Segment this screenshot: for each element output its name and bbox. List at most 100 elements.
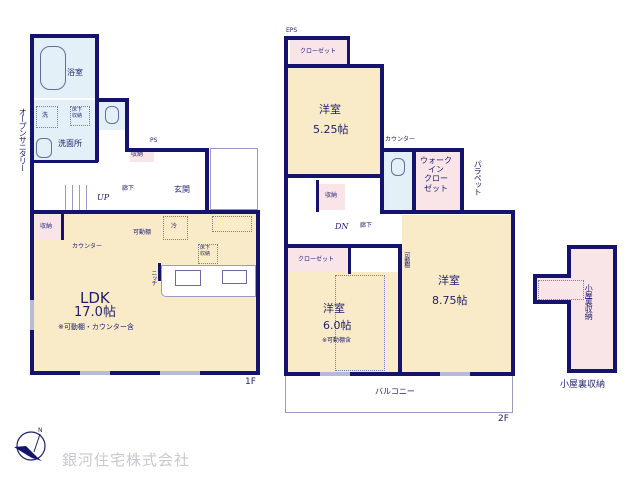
stair-line bbox=[86, 185, 87, 212]
window bbox=[440, 372, 470, 376]
storage-label-1f: 収納 bbox=[131, 151, 144, 158]
loft-inner-label: 小屋裏収納 bbox=[584, 284, 594, 319]
entrance-porch bbox=[210, 148, 258, 210]
open-sanitary-label: オープンサニタリー bbox=[18, 108, 28, 171]
up-label: UP bbox=[97, 193, 110, 202]
room-washroom bbox=[33, 100, 95, 162]
wall bbox=[348, 246, 351, 274]
ldk-name: LDK bbox=[80, 289, 110, 307]
room3-size: 8.75帖 bbox=[432, 294, 468, 307]
ceiling-storage-area bbox=[212, 216, 252, 232]
wall bbox=[284, 244, 402, 248]
stove-icon bbox=[222, 270, 247, 284]
window bbox=[320, 372, 350, 376]
dn-label: DN bbox=[335, 222, 349, 231]
window bbox=[160, 371, 200, 375]
wall bbox=[347, 36, 350, 66]
closet-mid-label: クローゼット bbox=[298, 256, 335, 263]
storage-ldk-label: 収納 bbox=[40, 223, 53, 230]
eps-label: EPS bbox=[286, 27, 298, 34]
ldk-note: ※可動棚・カウンター含 bbox=[58, 323, 134, 331]
window bbox=[80, 371, 110, 375]
wall bbox=[284, 36, 288, 376]
wall bbox=[95, 98, 128, 102]
washroom-label: 洗面所 bbox=[58, 139, 82, 148]
loft-caption: 小屋裏収納 bbox=[560, 380, 606, 390]
room2-size: 6.0帖 bbox=[323, 319, 352, 332]
wall bbox=[256, 210, 260, 375]
underfloor-storage-small-label: 床下 収納 bbox=[72, 107, 83, 119]
wall bbox=[125, 98, 129, 150]
wall bbox=[284, 372, 515, 376]
room-storage-1f bbox=[130, 150, 154, 162]
stair-line bbox=[65, 185, 66, 212]
wall bbox=[30, 210, 34, 375]
wall bbox=[460, 148, 464, 214]
balcony-label: バルコニー bbox=[375, 387, 415, 396]
wall bbox=[61, 214, 64, 240]
room-storage-2f bbox=[319, 184, 345, 210]
room-closet-mid bbox=[288, 248, 350, 272]
counter-label-2f: カウンター bbox=[385, 136, 416, 143]
ldk-size: 17.0帖 bbox=[74, 305, 116, 320]
north-label: N bbox=[38, 427, 43, 434]
wall bbox=[30, 371, 260, 375]
wall bbox=[284, 174, 384, 178]
hallway-label-1f: 廊下 bbox=[122, 185, 135, 192]
room-toilet-1f bbox=[97, 100, 125, 130]
washer-space bbox=[36, 106, 58, 128]
loft-low-ceiling-area bbox=[538, 280, 584, 300]
underfloor-storage-label: 床下 収納 bbox=[200, 245, 211, 257]
wall bbox=[205, 148, 209, 212]
wall bbox=[398, 244, 402, 376]
niche-label: ニッチ bbox=[149, 270, 157, 285]
wall bbox=[284, 36, 350, 40]
underfloor-storage-small bbox=[70, 106, 90, 126]
wall bbox=[30, 34, 34, 212]
kitchen-sink-icon bbox=[175, 270, 201, 286]
fridge-label: 冷 bbox=[171, 223, 178, 230]
floor-label-2f: 2F bbox=[498, 414, 509, 424]
room-western-3 bbox=[402, 215, 512, 372]
movable-shelf-label-2f: 可動棚 bbox=[402, 252, 410, 267]
toilet-icon bbox=[105, 106, 119, 124]
movable-shelf-label-1f: 可動棚 bbox=[133, 229, 152, 236]
movable-shelf-area-2f bbox=[335, 275, 385, 371]
wall bbox=[412, 148, 416, 214]
floor-label-1f: 1F bbox=[245, 377, 256, 387]
room-entrance bbox=[162, 150, 208, 210]
wall bbox=[30, 34, 98, 38]
wall bbox=[158, 263, 161, 281]
room-storage-ldk bbox=[35, 216, 63, 240]
stair-line bbox=[79, 185, 80, 212]
fridge-space bbox=[163, 216, 188, 240]
wall bbox=[316, 180, 319, 212]
wall bbox=[380, 64, 384, 214]
bathtub-icon bbox=[40, 46, 66, 90]
room-western-1 bbox=[287, 68, 381, 174]
entrance-label: 玄関 bbox=[174, 185, 190, 194]
room-toilet-2f bbox=[384, 150, 412, 210]
bath-label: 浴室 bbox=[67, 68, 83, 77]
parapet-label: パラペット bbox=[473, 160, 483, 195]
room-western-2 bbox=[288, 272, 398, 372]
room-closet-top bbox=[290, 40, 348, 64]
toilet-icon-2f bbox=[391, 158, 405, 176]
room1-name: 洋室 bbox=[319, 103, 341, 116]
wall bbox=[384, 148, 464, 152]
wall bbox=[30, 160, 98, 163]
room-walkin-closet bbox=[416, 152, 462, 212]
room2-name: 洋室 bbox=[323, 302, 345, 315]
room1-size: 5.25帖 bbox=[313, 123, 349, 136]
compass: N bbox=[12, 427, 46, 464]
room3-name: 洋室 bbox=[438, 274, 460, 287]
window bbox=[30, 300, 34, 330]
walkin-closet-label: ウォーク イン クロー ゼット bbox=[420, 156, 452, 193]
counter-label-1f: カウンター bbox=[72, 243, 103, 250]
hallway-label-2f: 廊下 bbox=[360, 222, 373, 229]
wash-label: 洗 bbox=[42, 112, 49, 119]
wall bbox=[384, 210, 515, 214]
room2-note: ※可動棚含 bbox=[322, 337, 352, 344]
wall bbox=[30, 210, 260, 214]
wall bbox=[284, 64, 384, 68]
